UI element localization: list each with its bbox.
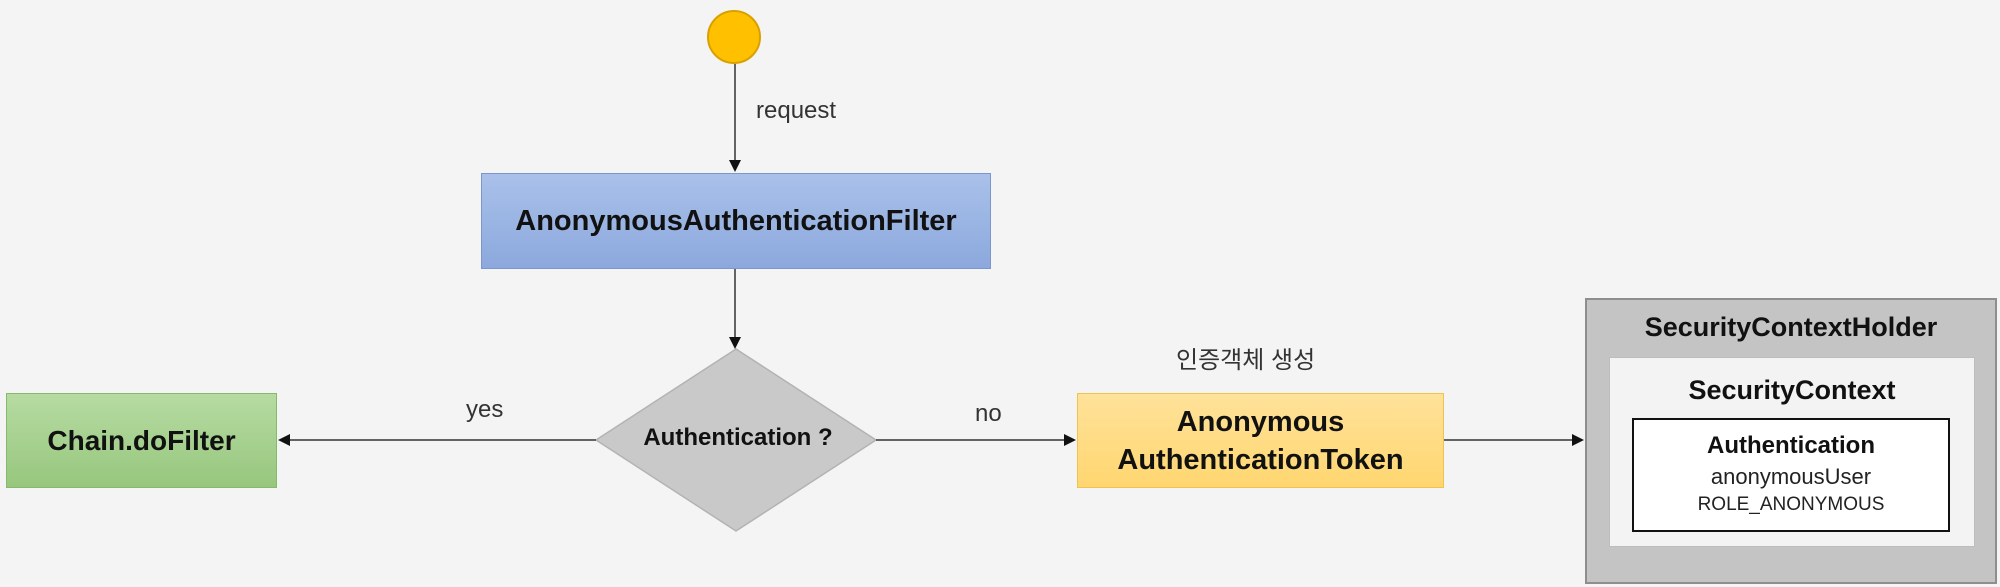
create-authentication-note: 인증객체 생성 bbox=[1176, 347, 1316, 374]
role-anonymous-value: ROLE_ANONYMOUS bbox=[1697, 494, 1885, 515]
security-context-holder: SecurityContextHolder SecurityContext Au… bbox=[1585, 298, 1997, 584]
authentication-title: Authentication bbox=[1707, 432, 1875, 459]
decision-diamond bbox=[594, 348, 878, 532]
anonymous-authentication-filter-node: AnonymousAuthenticationFilter bbox=[481, 173, 991, 269]
anonymous-user-value: anonymousUser bbox=[1710, 464, 1872, 489]
security-context-title: SecurityContext bbox=[1688, 375, 1896, 405]
token-label-line1: Anonymous bbox=[1176, 405, 1345, 438]
authentication-box: Authentication anonymousUser ROLE_ANONYM… bbox=[1632, 418, 1950, 532]
request-label: request bbox=[756, 97, 837, 124]
authentication-decision-label: Authentication ? bbox=[643, 424, 833, 451]
no-label: no bbox=[975, 400, 1002, 427]
anonymous-authentication-token-node: Anonymous AuthenticationToken bbox=[1077, 393, 1444, 488]
chain-dofilter-node: Chain.doFilter bbox=[6, 393, 277, 488]
security-context: SecurityContext Authentication anonymous… bbox=[1609, 357, 1975, 547]
token-label-line2: AuthenticationToken bbox=[1117, 443, 1404, 476]
start-node bbox=[707, 10, 761, 64]
security-context-holder-title: SecurityContextHolder bbox=[1644, 312, 1938, 342]
yes-label: yes bbox=[466, 396, 504, 423]
